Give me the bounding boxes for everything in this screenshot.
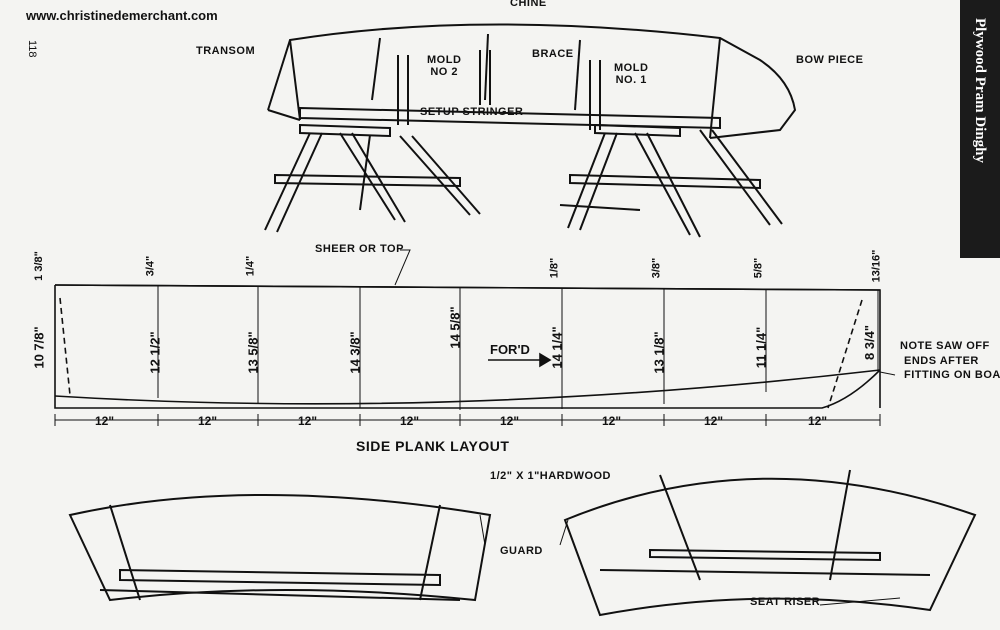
setup-stringer-label: SETUP STRINGER (420, 106, 524, 118)
layout-title: SIDE PLANK LAYOUT (356, 438, 510, 454)
website-url: www.christinedemerchant.com (26, 8, 218, 23)
station-height: 11 1/4" (753, 326, 769, 369)
spacing-label: 12" (198, 414, 218, 428)
setup-stringer (299, 106, 721, 130)
station-top-offset: 13/16" (870, 249, 883, 283)
setup-drawing (264, 23, 797, 238)
mold-no2-label: MOLD NO 2 (427, 54, 462, 78)
note-line-2: ENDS AFTER (904, 355, 979, 367)
station-top-offset: 3/4" (144, 255, 157, 277)
spacing-label: 12" (602, 414, 622, 428)
side-tab: Plywood Pram Dinghy (960, 0, 1000, 258)
station-height: 10 7/8" (31, 326, 47, 369)
hardwood-label: 1/2" X 1"HARDWOOD (490, 470, 612, 482)
seat-riser-label: SEAT RISER (750, 596, 821, 608)
guard-label: GUARD (500, 545, 543, 557)
note-line-1: NOTE SAW OFF (900, 340, 990, 352)
station-height: 14 3/8" (347, 331, 363, 374)
note-line-3: FITTING ON BOAT (904, 369, 1000, 381)
brace-label: BRACE (532, 48, 574, 60)
station-height: 13 5/8" (245, 331, 261, 374)
sheer-label: SHEER OR TOP (315, 243, 404, 255)
transom-label: TRANSOM (196, 45, 256, 57)
spacing-label: 12" (95, 414, 115, 428)
spacing-label: 12" (400, 414, 420, 428)
side-plank-drawing (54, 249, 896, 426)
spacing-label: 12" (808, 414, 828, 428)
station-top-offset: 3/8" (650, 257, 663, 279)
station-top-offset: 5/8" (752, 257, 765, 279)
plank-outline (54, 285, 881, 409)
ford-label: FOR'D (490, 342, 530, 357)
station-top-offset: 1/8" (548, 257, 561, 279)
station-height: 14 5/8" (447, 306, 463, 349)
station-top-offset: 1/4" (244, 255, 257, 277)
spacing-label: 12" (298, 414, 318, 428)
chine-label: CHINE (510, 0, 547, 9)
station-height: 14 1/4" (549, 326, 565, 369)
station-height: 13 1/8" (651, 331, 667, 374)
station-height: 8 3/4" (862, 324, 878, 361)
spacing-label: 12" (704, 414, 724, 428)
mold-no1-label: MOLD NO. 1 (614, 62, 649, 86)
hull-outline (267, 23, 797, 139)
spacing-label: 12" (500, 414, 520, 428)
station-height: 12 1/2" (147, 331, 163, 374)
station-top-offset: 1 3/8" (32, 251, 45, 281)
bow-piece-label: BOW PIECE (796, 54, 864, 66)
bottom-curve (54, 369, 881, 405)
assembly-drawings (68, 469, 977, 617)
